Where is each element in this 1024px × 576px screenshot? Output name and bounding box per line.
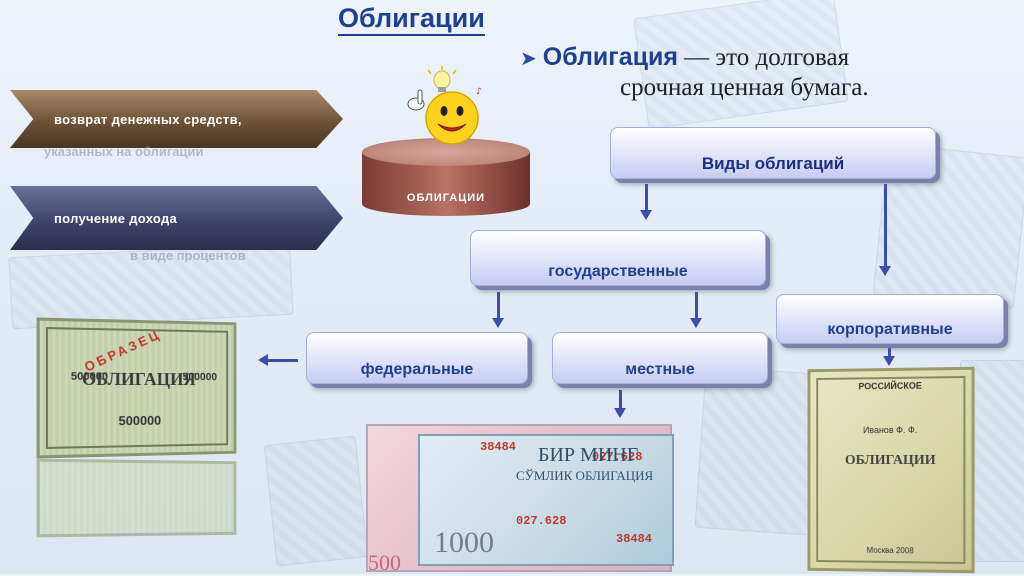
node-state-bonds-label: государственные bbox=[548, 263, 688, 280]
definition-term: Облигация bbox=[542, 43, 678, 71]
bullet-arrow-icon: ➤ bbox=[520, 46, 537, 70]
bond-title: ОБЛИГАЦИЯ bbox=[81, 368, 196, 390]
arrow-down-icon bbox=[492, 318, 504, 328]
node-federal-bonds: федеральные bbox=[306, 332, 528, 384]
definition-line2: срочная ценная бумага. bbox=[620, 74, 869, 101]
node-local-bonds: местные bbox=[552, 332, 768, 384]
arrow-down-icon bbox=[690, 318, 702, 328]
bond-value: 1000 bbox=[434, 526, 494, 559]
node-local-bonds-label: местные bbox=[625, 361, 695, 378]
bond-serial: 38484 bbox=[616, 532, 653, 546]
local-bond-image: 38484 027.628 БИР МИНГ СЎМЛИК ОБЛИГАЦИЯ … bbox=[366, 424, 674, 575]
definition-text: ➤Облигация — это долговая срочная ценная… bbox=[520, 42, 1010, 103]
smiley-lightbulb-icon: ♪ bbox=[407, 66, 482, 145]
book-author: Иванов Ф. Ф. bbox=[862, 424, 918, 436]
arrow-down-icon bbox=[614, 408, 626, 418]
connector-federal-image bbox=[268, 359, 298, 362]
cylinder-label: ОБЛИГАЦИИ bbox=[406, 192, 486, 204]
bond-serial: 38484 bbox=[480, 440, 517, 454]
banner-return-funds-label: возврат денежных средств, bbox=[54, 111, 242, 127]
slide-title: Облигации bbox=[338, 2, 485, 36]
connector-types-state bbox=[645, 184, 648, 212]
bond-lower-value: 500 bbox=[368, 550, 401, 575]
banner-income-ghost: в виде процентов bbox=[130, 248, 246, 263]
book-top-text: РОССИЙСКОЕ bbox=[858, 380, 922, 392]
corporate-bond-image: РОССИЙСКОЕ Иванов Ф. Ф. ОБЛИГАЦИИ Москва… bbox=[807, 366, 975, 574]
connector-state-local bbox=[695, 292, 698, 320]
svg-text:♪: ♪ bbox=[476, 87, 482, 97]
bond-subheading: СЎМЛИК ОБЛИГАЦИЯ bbox=[516, 468, 654, 483]
connector-state-federal bbox=[497, 292, 500, 320]
connector-types-corporate bbox=[884, 184, 887, 268]
federal-bond-reflection bbox=[36, 458, 237, 538]
federal-bond-image: ОБРАЗЕЦ 500000 500000 ОБЛИГАЦИЯ 500000 bbox=[36, 317, 237, 459]
node-bond-types-label: Виды облигаций bbox=[701, 154, 845, 173]
bond-amount-bottom: 500000 bbox=[118, 412, 162, 429]
book-title: ОБЛИГАЦИИ bbox=[844, 452, 936, 469]
node-bond-types: Виды облигаций bbox=[610, 127, 936, 179]
node-corporate-bonds: корпоративные bbox=[776, 294, 1004, 344]
banner-return-funds-ghost: указанных на облигации bbox=[44, 144, 204, 159]
node-corporate-bonds-label: корпоративные bbox=[827, 321, 953, 338]
banner-income: получение дохода bbox=[10, 186, 343, 250]
connector-local-image bbox=[619, 390, 622, 410]
definition-rest: — это долговая bbox=[677, 44, 850, 71]
connector-corporate-image bbox=[888, 348, 891, 358]
arrow-down-icon bbox=[879, 266, 891, 276]
node-state-bonds: государственные bbox=[470, 230, 766, 286]
banner-income-label: получение дохода bbox=[54, 210, 178, 226]
arrow-down-icon bbox=[883, 356, 895, 366]
arrow-down-icon bbox=[640, 210, 652, 220]
bond-serial: 027.628 bbox=[592, 450, 643, 464]
bond-heading: БИР МИНГ bbox=[538, 444, 639, 466]
arrow-left-icon bbox=[258, 354, 268, 366]
node-federal-bonds-label: федеральные bbox=[360, 361, 474, 378]
banner-return-funds: возврат денежных средств, bbox=[10, 90, 343, 148]
bond-serial: 027.628 bbox=[516, 514, 567, 528]
bonds-cylinder: ОБЛИГАЦИИ bbox=[362, 138, 530, 222]
